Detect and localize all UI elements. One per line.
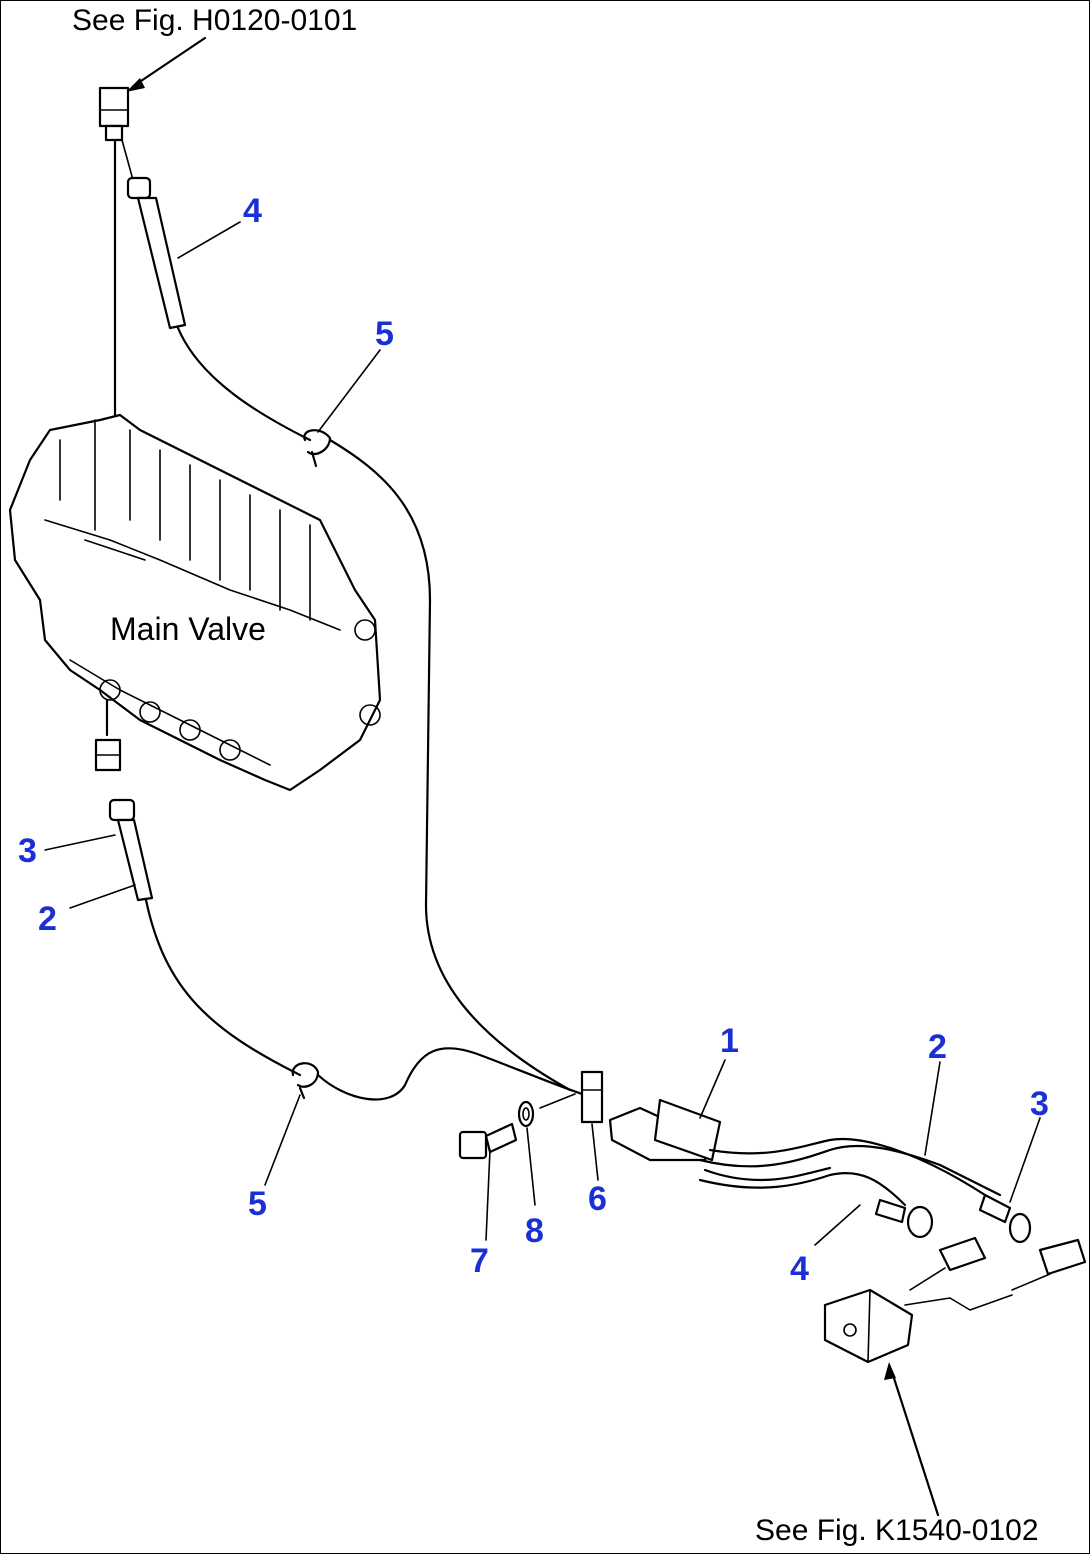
bottom-block xyxy=(823,1288,914,1364)
bolt-7 xyxy=(458,1122,518,1160)
part-label-4-top: 4 xyxy=(243,192,262,230)
part-label-5-top: 5 xyxy=(375,315,394,353)
part-label-5-bottom: 5 xyxy=(248,1185,267,1223)
part-label-2-left: 2 xyxy=(38,900,57,938)
top-fitting xyxy=(98,86,130,142)
ref-top-label: See Fig. H0120-0101 xyxy=(72,4,357,37)
hose-4-upper xyxy=(121,139,312,442)
washer-8 xyxy=(517,1100,535,1128)
main-valve-label: Main Valve xyxy=(110,611,266,647)
hose-4-long-run xyxy=(328,438,572,1092)
part-label-3-right: 3 xyxy=(1030,1085,1049,1123)
clamp-5-upper xyxy=(303,429,332,468)
part-label-1: 1 xyxy=(720,1022,739,1060)
hose-2-run xyxy=(316,1047,587,1101)
hose-2-right-end xyxy=(978,1193,1032,1244)
leader-washer-clamp xyxy=(539,1093,576,1109)
part-label-8: 8 xyxy=(525,1212,544,1250)
ref-bottom-label: See Fig. K1540-0102 xyxy=(755,1514,1039,1547)
part-label-7: 7 xyxy=(470,1242,489,1280)
right-connectors xyxy=(904,1236,1087,1311)
bottom-ref-arrow xyxy=(884,1362,940,1517)
hose-4-right-end xyxy=(874,1198,934,1239)
part-label-4-bottom: 4 xyxy=(790,1250,809,1288)
hose-bundle xyxy=(608,1098,1002,1207)
top-ref-arrow xyxy=(126,36,207,92)
clamp-5-lower xyxy=(291,1062,320,1100)
main-valve: Main Valve xyxy=(8,413,382,792)
part-label-2-right: 2 xyxy=(928,1028,947,1066)
lower-fitting xyxy=(94,738,122,772)
part-label-3-left: 3 xyxy=(18,832,37,870)
clamp-6 xyxy=(580,1070,604,1124)
leader-lines xyxy=(44,221,1041,1246)
part-label-6: 6 xyxy=(588,1180,607,1218)
hose-2-left xyxy=(108,798,302,1077)
